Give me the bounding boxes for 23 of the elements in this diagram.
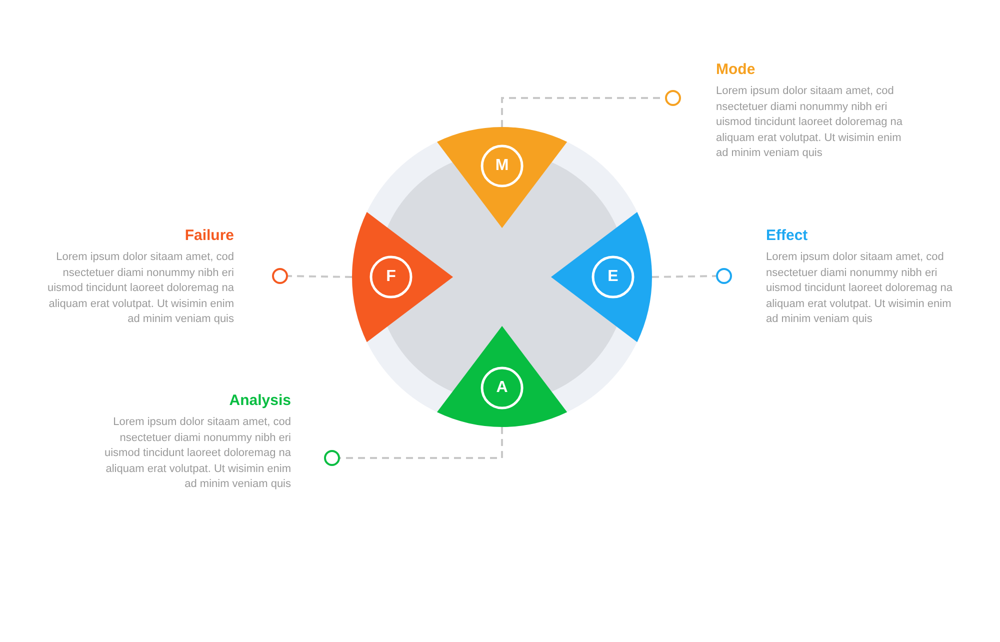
sector-segment	[436, 326, 568, 427]
connector-dot	[716, 268, 732, 284]
connector-dot	[324, 450, 340, 466]
connector-dot	[272, 268, 288, 284]
description-text: Lorem ipsum dolor sitaam amet, cod nsectetuer diami nonummy nibh eri uismod tincidunt laoreet doloremag na aliquam erat volutpat. Ut wisimin enim ad minim veniam quis	[103, 415, 291, 492]
heading: Failure	[184, 227, 234, 244]
description-text: Lorem ipsum dolor sitaam amet, cod nsectetuer diami nonummy nibh eri uismod tincidunt laoreet doloremag na aliquam erat volutpat. Ut wisimin enim ad minim veniam quis	[716, 84, 904, 161]
sector-letter: F	[385, 266, 397, 287]
sector-letter: E	[606, 266, 620, 287]
sector-letter: A	[495, 378, 509, 398]
heading: Effect	[766, 227, 809, 244]
heading: Analysis	[228, 392, 291, 409]
leader-line	[288, 275, 352, 278]
sector-letter: M	[494, 156, 510, 176]
sector-segment	[436, 127, 568, 228]
heading: Mode	[716, 61, 756, 78]
leader-line	[652, 275, 716, 278]
leader-line	[340, 427, 503, 459]
description-text: Lorem ipsum dolor sitaam amet, cod nsectetuer diami nonummy nibh eri uismod tincidunt laoreet doloremag na aliquam erat volutpat. Ut wisimin enim ad minim veniam quis	[766, 250, 954, 327]
connector-dot	[665, 90, 681, 106]
sector-segment	[551, 212, 652, 342]
description-text: Lorem ipsum dolor sitaam amet, cod nsectetuer diami nonummy nibh eri uismod tincidunt laoreet doloremag na aliquam erat volutpat. Ut wisimin enim ad minim veniam quis	[46, 250, 234, 327]
sector-segment	[352, 212, 453, 342]
